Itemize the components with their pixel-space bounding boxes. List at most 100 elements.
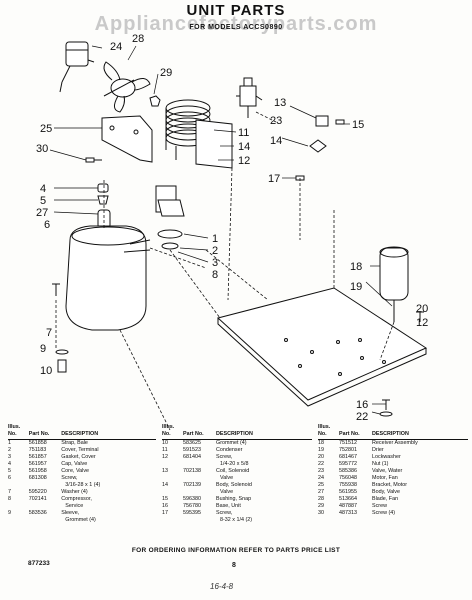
column-header-description: DESCRIPTION: [61, 424, 156, 440]
callout-6: 6: [44, 219, 50, 231]
table-row: 4 561957 Cap, Valve: [8, 461, 156, 468]
description-cell: Screw,: [61, 475, 78, 481]
part-blade-fan: [103, 61, 151, 113]
illus-no-cell: 10: [162, 440, 168, 446]
description-cell: Compressor,: [61, 496, 92, 502]
description-cell: 3/16-28 x 1 (4): [65, 482, 101, 488]
description-cell: Base, Unit: [216, 503, 241, 509]
model-line: FOR MODELS ACCS0890: [189, 24, 283, 31]
callout-30: 30: [36, 143, 48, 155]
illus-no-cell: 17: [162, 510, 168, 516]
illus-no-cell: 1: [8, 440, 11, 446]
description-cell: Grommet (4): [65, 517, 96, 523]
illus-no-cell: [8, 517, 29, 524]
description-cell: 1/4-20 x 5/8: [220, 461, 249, 467]
description-cell: Drier: [372, 447, 384, 453]
description-cell: Nut (1): [372, 461, 389, 467]
part-washer: [55, 349, 69, 355]
illus-no-cell: [162, 475, 183, 482]
part-base-unit: [216, 287, 428, 407]
part-no-cell: 561955: [339, 489, 357, 495]
callout-12b: 12: [416, 317, 428, 329]
part-lockwasher: [379, 411, 393, 417]
description-cell: Bushing, Snap: [216, 496, 252, 502]
part-solenoid-screw: [335, 119, 345, 125]
part-grommet: [309, 139, 327, 153]
column-header-part-no: Part No.: [339, 424, 372, 440]
part-no-cell: 487313: [339, 510, 357, 516]
description-cell: Core, Valve: [61, 468, 90, 474]
callout-29: 29: [160, 67, 172, 79]
part-no-cell: 756780: [183, 503, 201, 509]
part-no-cell: 755938: [339, 482, 357, 488]
illus-no-cell: 4: [8, 461, 11, 467]
part-no-cell: [29, 482, 62, 489]
part-no-cell: [183, 475, 216, 482]
callout-leaders: [49, 45, 393, 415]
illus-no-cell: 23: [318, 468, 324, 474]
description-cell: Screw: [372, 503, 387, 509]
table-header-row: Illus. No.Part No.DESCRIPTION: [318, 424, 468, 440]
illus-no-cell: 11: [162, 447, 168, 453]
callout-14a: 14: [238, 141, 250, 153]
illus-no-cell: [162, 461, 183, 468]
illus-no-cell: 13: [162, 468, 168, 474]
part-nut-8: [161, 242, 179, 250]
description-cell: Lockwasher: [372, 454, 401, 460]
illus-no-cell: 12: [162, 454, 168, 460]
callout-27: 27: [36, 207, 48, 219]
column-header-illus-no: Illus. No.: [318, 424, 339, 440]
description-cell: 8-32 x 1/4 (2): [220, 517, 253, 523]
callout-9: 9: [40, 343, 46, 355]
part-screw-6: [52, 283, 60, 296]
callout-20: 20: [416, 303, 428, 315]
illus-no-cell: 8: [8, 496, 11, 502]
illus-no-cell: [162, 489, 183, 496]
callout-16: 16: [356, 399, 368, 411]
description-cell: Service: [65, 503, 84, 509]
callout-2: 2: [212, 245, 218, 257]
description-cell: Coil, Solenoid: [216, 468, 250, 474]
callout-13: 13: [274, 97, 286, 109]
part-solenoid-body: [315, 115, 329, 127]
part-no-cell: 681404: [183, 454, 201, 460]
column-header-illus-no: Illus. No.: [8, 424, 29, 440]
part-no-cell: 583625: [183, 440, 201, 446]
ordering-note: FOR ORDERING INFORMATION REFER TO PARTS …: [131, 547, 341, 554]
part-no-cell: 561957: [28, 461, 47, 467]
part-no-cell: 595772: [339, 461, 357, 467]
callout-28: 28: [132, 33, 144, 45]
part-condenser-coil: [165, 99, 211, 160]
illus-no-cell: 27: [318, 489, 324, 495]
description-cell: Cap, Valve: [61, 461, 88, 467]
column-header-illus-no: Illus. No.: [162, 424, 183, 440]
part-motor-fan: [59, 41, 95, 93]
part-no-cell: 681467: [339, 454, 357, 460]
part-no-cell: 561857: [28, 454, 47, 460]
part-no-cell: 561858: [28, 440, 47, 446]
part-no-cell: 752801: [339, 447, 357, 453]
part-no-cell: [29, 503, 62, 510]
description-cell: Screw,: [216, 510, 233, 516]
callout-7: 7: [46, 327, 52, 339]
part-strap-bale: [157, 199, 185, 217]
part-no-cell: [29, 517, 62, 524]
part-cap-valve: [97, 183, 109, 193]
part-bracket-motor: [101, 115, 153, 163]
description-cell: Body, Valve: [372, 489, 400, 495]
description-cell: Blade, Fan: [372, 496, 399, 502]
callout-19: 19: [350, 281, 362, 293]
part-no-cell: 561958: [28, 468, 47, 474]
